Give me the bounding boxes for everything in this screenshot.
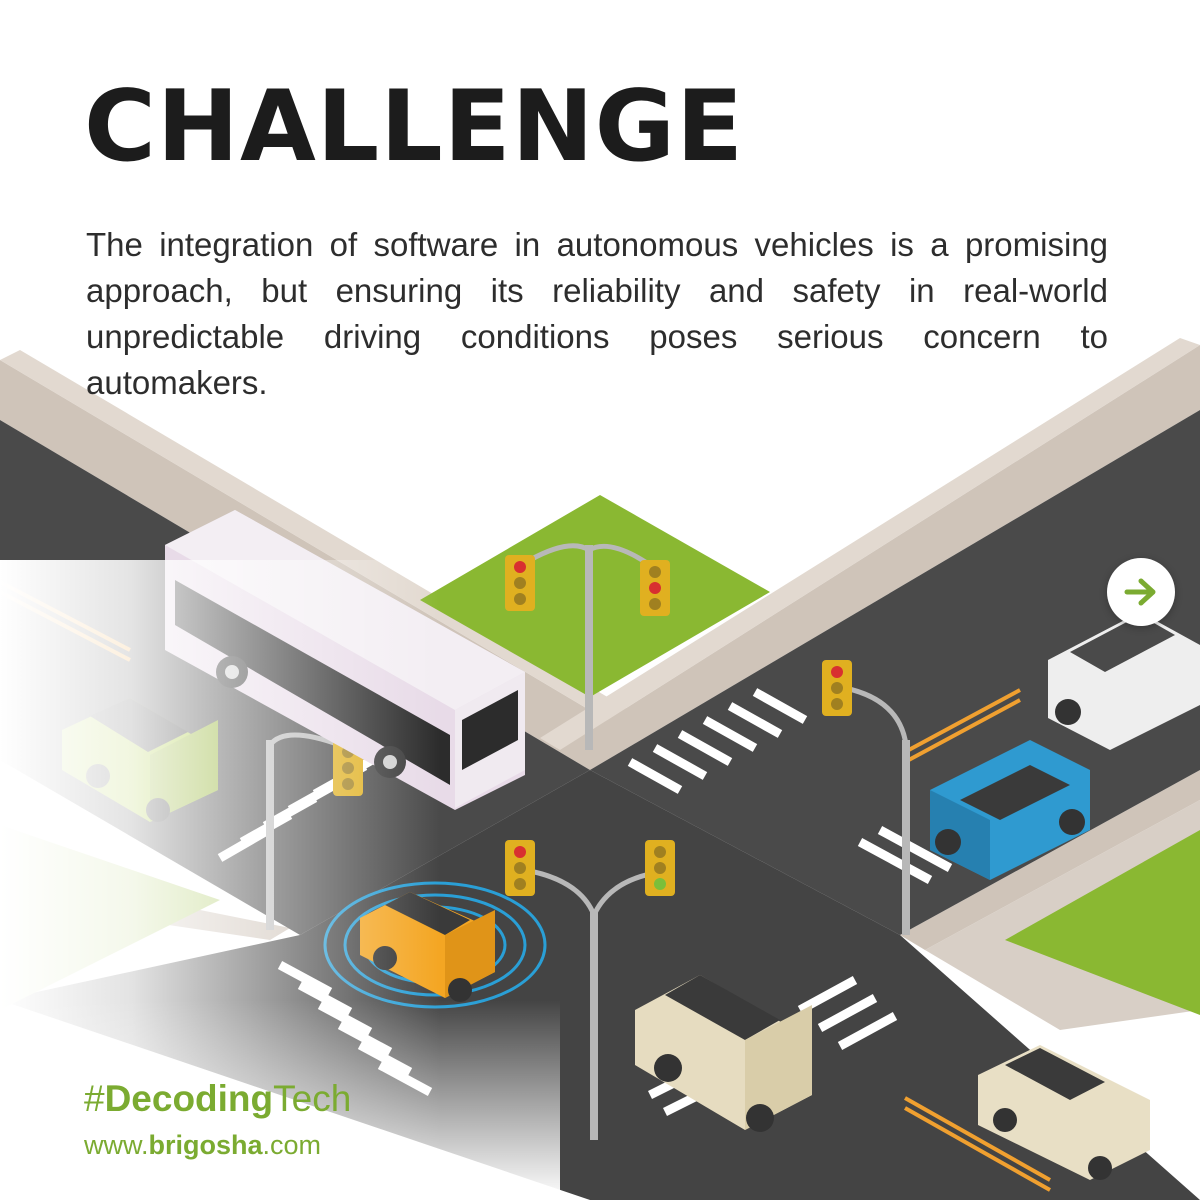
challenge-description: The integration of software in autonomou… — [86, 226, 1108, 401]
grass-top — [420, 495, 770, 697]
sidewalk-right — [540, 338, 1200, 770]
cream-car — [978, 1045, 1150, 1180]
blue-suv — [930, 740, 1090, 880]
hashtag-suffix: Tech — [273, 1078, 352, 1119]
hashtag-bold: Decoding — [104, 1078, 274, 1119]
bottom-white-fade — [0, 1000, 560, 1200]
website-link[interactable]: www.brigosha.com — [84, 1130, 321, 1161]
page-title: CHALLENGE — [84, 70, 745, 184]
beige-suv — [635, 975, 812, 1132]
traffic-light-top — [505, 543, 670, 750]
next-button[interactable] — [1107, 558, 1175, 626]
traffic-light-right — [822, 660, 910, 935]
traffic-light-bottom — [505, 840, 675, 1140]
crosswalk-right — [627, 688, 953, 884]
hashtag-prefix: # — [84, 1078, 105, 1119]
website-bold: brigosha — [148, 1130, 263, 1160]
website-suffix: .com — [262, 1130, 322, 1160]
white-van — [1048, 612, 1200, 750]
hashtag[interactable]: #DecodingTech — [84, 1078, 351, 1120]
website-prefix: www. — [84, 1130, 149, 1160]
arrow-right-icon — [1124, 578, 1156, 606]
grass-right — [1005, 830, 1200, 1015]
